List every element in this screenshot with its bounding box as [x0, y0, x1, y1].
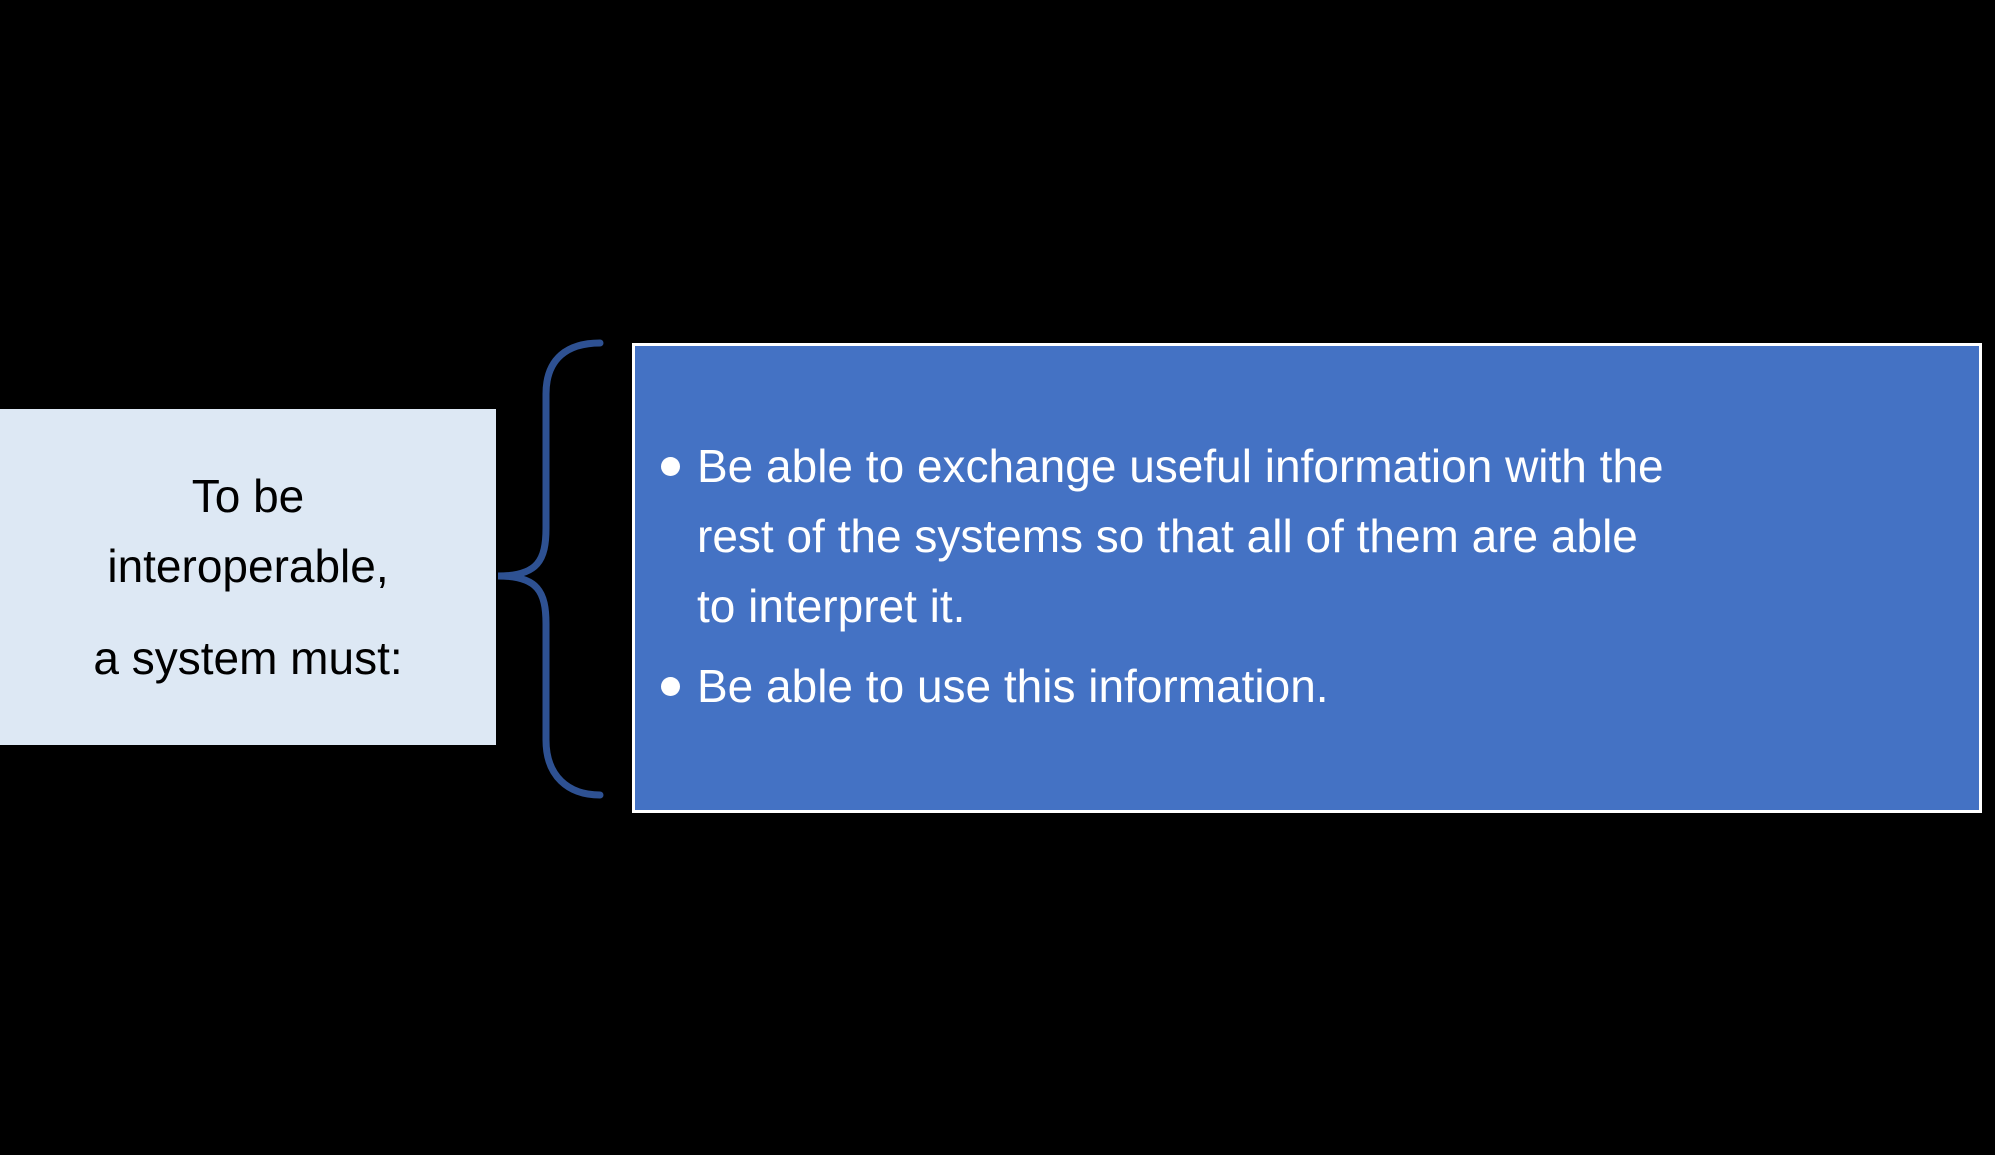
requirements-list: Be able to exchange useful information w…	[661, 431, 1939, 721]
left-box-line-3: a system must:	[93, 632, 403, 684]
left-curly-brace-icon	[497, 339, 604, 799]
requirements-box: Be able to exchange useful information w…	[632, 343, 1982, 813]
list-item: Be able to use this information.	[661, 651, 1939, 721]
list-item: Be able to exchange useful information w…	[661, 431, 1939, 641]
bullet-2-line-1: Be able to use this information.	[697, 660, 1329, 712]
circle-bullet-icon	[661, 677, 680, 696]
bullet-1-line-1: Be able to exchange useful information w…	[697, 440, 1664, 492]
left-box-line-1: To be	[191, 470, 305, 522]
interoperability-label-box: To be interoperable, a system must:	[0, 409, 496, 745]
circle-bullet-icon	[661, 457, 680, 476]
bullet-text: Be able to use this information.	[697, 651, 1939, 721]
bullet-1-line-2: rest of the systems so that all of them …	[697, 510, 1638, 562]
bullet-1-line-3: to interpret it.	[697, 580, 966, 632]
bullet-text: Be able to exchange useful information w…	[697, 431, 1939, 641]
left-box-line-2: interoperable,	[107, 540, 389, 592]
